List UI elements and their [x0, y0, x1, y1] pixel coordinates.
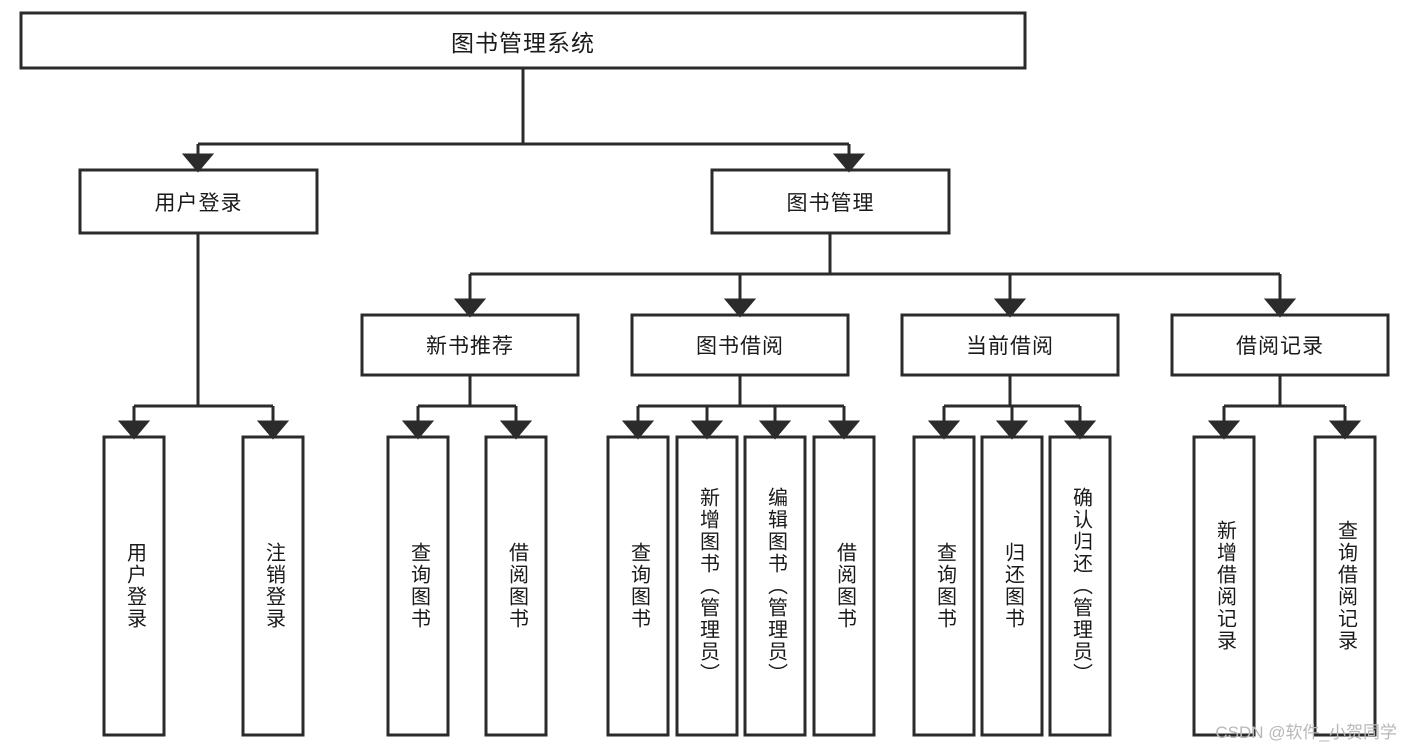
leaf-box-user-login-0[interactable] [102, 435, 166, 737]
node-box-user-login[interactable] [78, 168, 319, 235]
leaf-box-new-book-0[interactable] [386, 435, 450, 737]
leaf-box-book-borrow-1[interactable] [675, 435, 739, 737]
node-box-new-book[interactable] [360, 313, 580, 377]
leaf-box-book-borrow-2[interactable] [743, 435, 807, 737]
leaf-box-current-borrow-2[interactable] [1048, 435, 1112, 737]
node-box-borrow-record[interactable] [1170, 313, 1390, 377]
leaf-box-user-login-1[interactable] [241, 435, 305, 737]
leaf-box-current-borrow-1[interactable] [980, 435, 1044, 737]
leaf-box-borrow-record-0[interactable] [1192, 435, 1256, 737]
leaf-box-book-borrow-3[interactable] [812, 435, 876, 737]
leaf-box-book-borrow-0[interactable] [606, 435, 670, 737]
node-box-book-borrow[interactable] [630, 313, 850, 377]
node-box-current-borrow[interactable] [900, 313, 1120, 377]
leaf-box-new-book-1[interactable] [484, 435, 548, 737]
node-box-book-manage[interactable] [710, 168, 951, 235]
leaf-box-borrow-record-1[interactable] [1313, 435, 1377, 737]
leaf-box-current-borrow-0[interactable] [912, 435, 976, 737]
node-box-root[interactable] [19, 11, 1027, 70]
